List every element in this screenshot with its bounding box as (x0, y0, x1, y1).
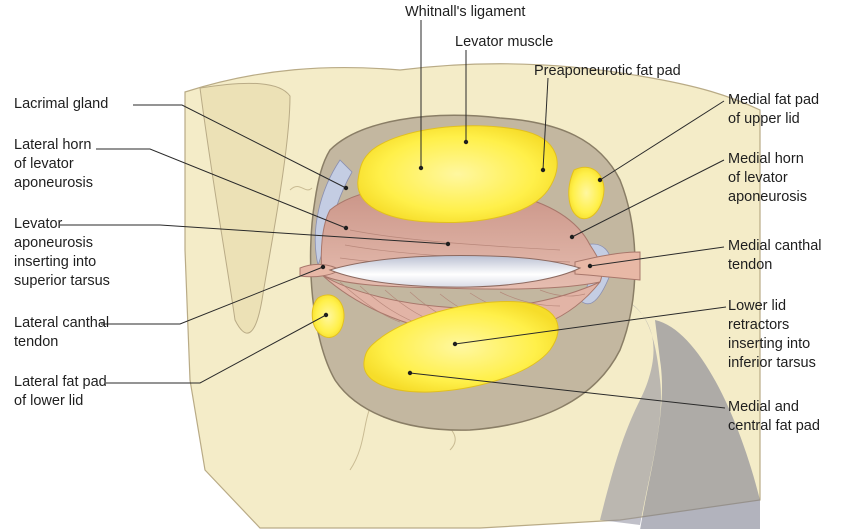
label-medial-canthal-tendon: Medial canthal tendon (728, 237, 822, 275)
label-medial-central-fat-pad: Medial and central fat pad (728, 398, 820, 436)
label-lateral-horn: Lateral horn of levator aponeurosis (14, 136, 93, 193)
label-levator-muscle: Levator muscle (455, 33, 553, 52)
label-lacrimal-gland: Lacrimal gland (14, 95, 108, 114)
label-lateral-fat-pad: Lateral fat pad of lower lid (14, 373, 107, 411)
label-lateral-canthal-tendon: Lateral canthal tendon (14, 314, 109, 352)
label-medial-fat-pad-upper: Medial fat pad of upper lid (728, 91, 819, 129)
label-levator-aponeurosis: Levator aponeurosis inserting into super… (14, 215, 110, 291)
label-whitnalls-ligament: Whitnall's ligament (405, 3, 525, 22)
label-medial-horn: Medial horn of levator aponeurosis (728, 150, 807, 207)
label-lower-lid-retractors: Lower lid retractors inserting into infe… (728, 297, 816, 373)
label-preaponeurotic-fat-pad: Preaponeurotic fat pad (534, 62, 681, 81)
lateral-fat-pad-lower-shape (312, 295, 344, 338)
